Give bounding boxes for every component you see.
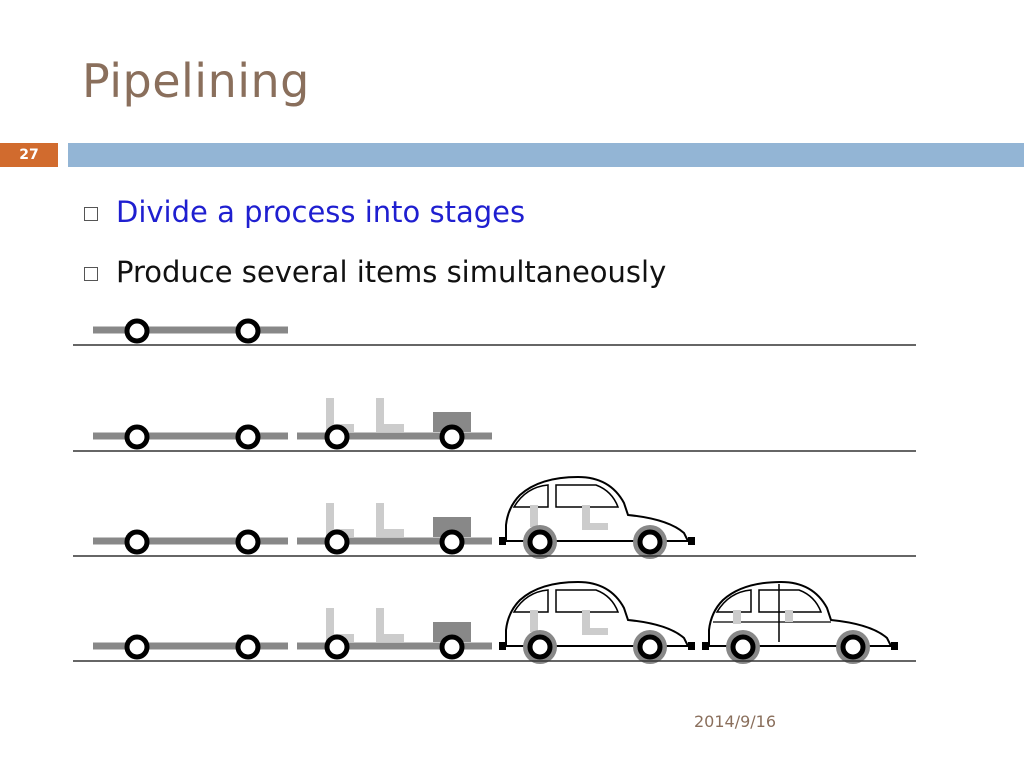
bullet-text: Produce several items simultaneously	[116, 255, 667, 289]
slide-number-badge: 27	[0, 143, 58, 167]
pipeline-row-3	[73, 477, 916, 559]
bullet-item: Produce several items simultaneously	[84, 252, 666, 292]
slide-title: Pipelining	[82, 54, 310, 108]
stage-frame	[297, 503, 492, 552]
square-bullet-icon	[84, 267, 98, 281]
stage-frame	[297, 608, 492, 657]
slide-number: 27	[19, 147, 39, 163]
stage-car	[702, 582, 898, 664]
pipeline-illustration	[73, 300, 916, 680]
square-bullet-icon	[84, 207, 98, 221]
pipeline-row-4	[73, 582, 916, 664]
stage-chassis	[93, 532, 288, 552]
pipeline-row-1	[73, 321, 916, 346]
stage-body	[499, 582, 695, 664]
stage-frame	[297, 398, 492, 447]
stage-body	[499, 477, 695, 559]
stage-chassis	[93, 637, 288, 657]
stage-chassis	[93, 427, 288, 447]
pipeline-row-2	[73, 398, 916, 452]
title-accent-bar	[68, 143, 1024, 167]
bullet-text: Divide a process into stages	[116, 195, 526, 229]
footer-date: 2014/9/16	[694, 712, 777, 731]
bullet-list: Divide a process into stages Produce sev…	[84, 192, 666, 312]
stage-chassis	[93, 321, 288, 341]
bullet-item: Divide a process into stages	[84, 192, 666, 232]
